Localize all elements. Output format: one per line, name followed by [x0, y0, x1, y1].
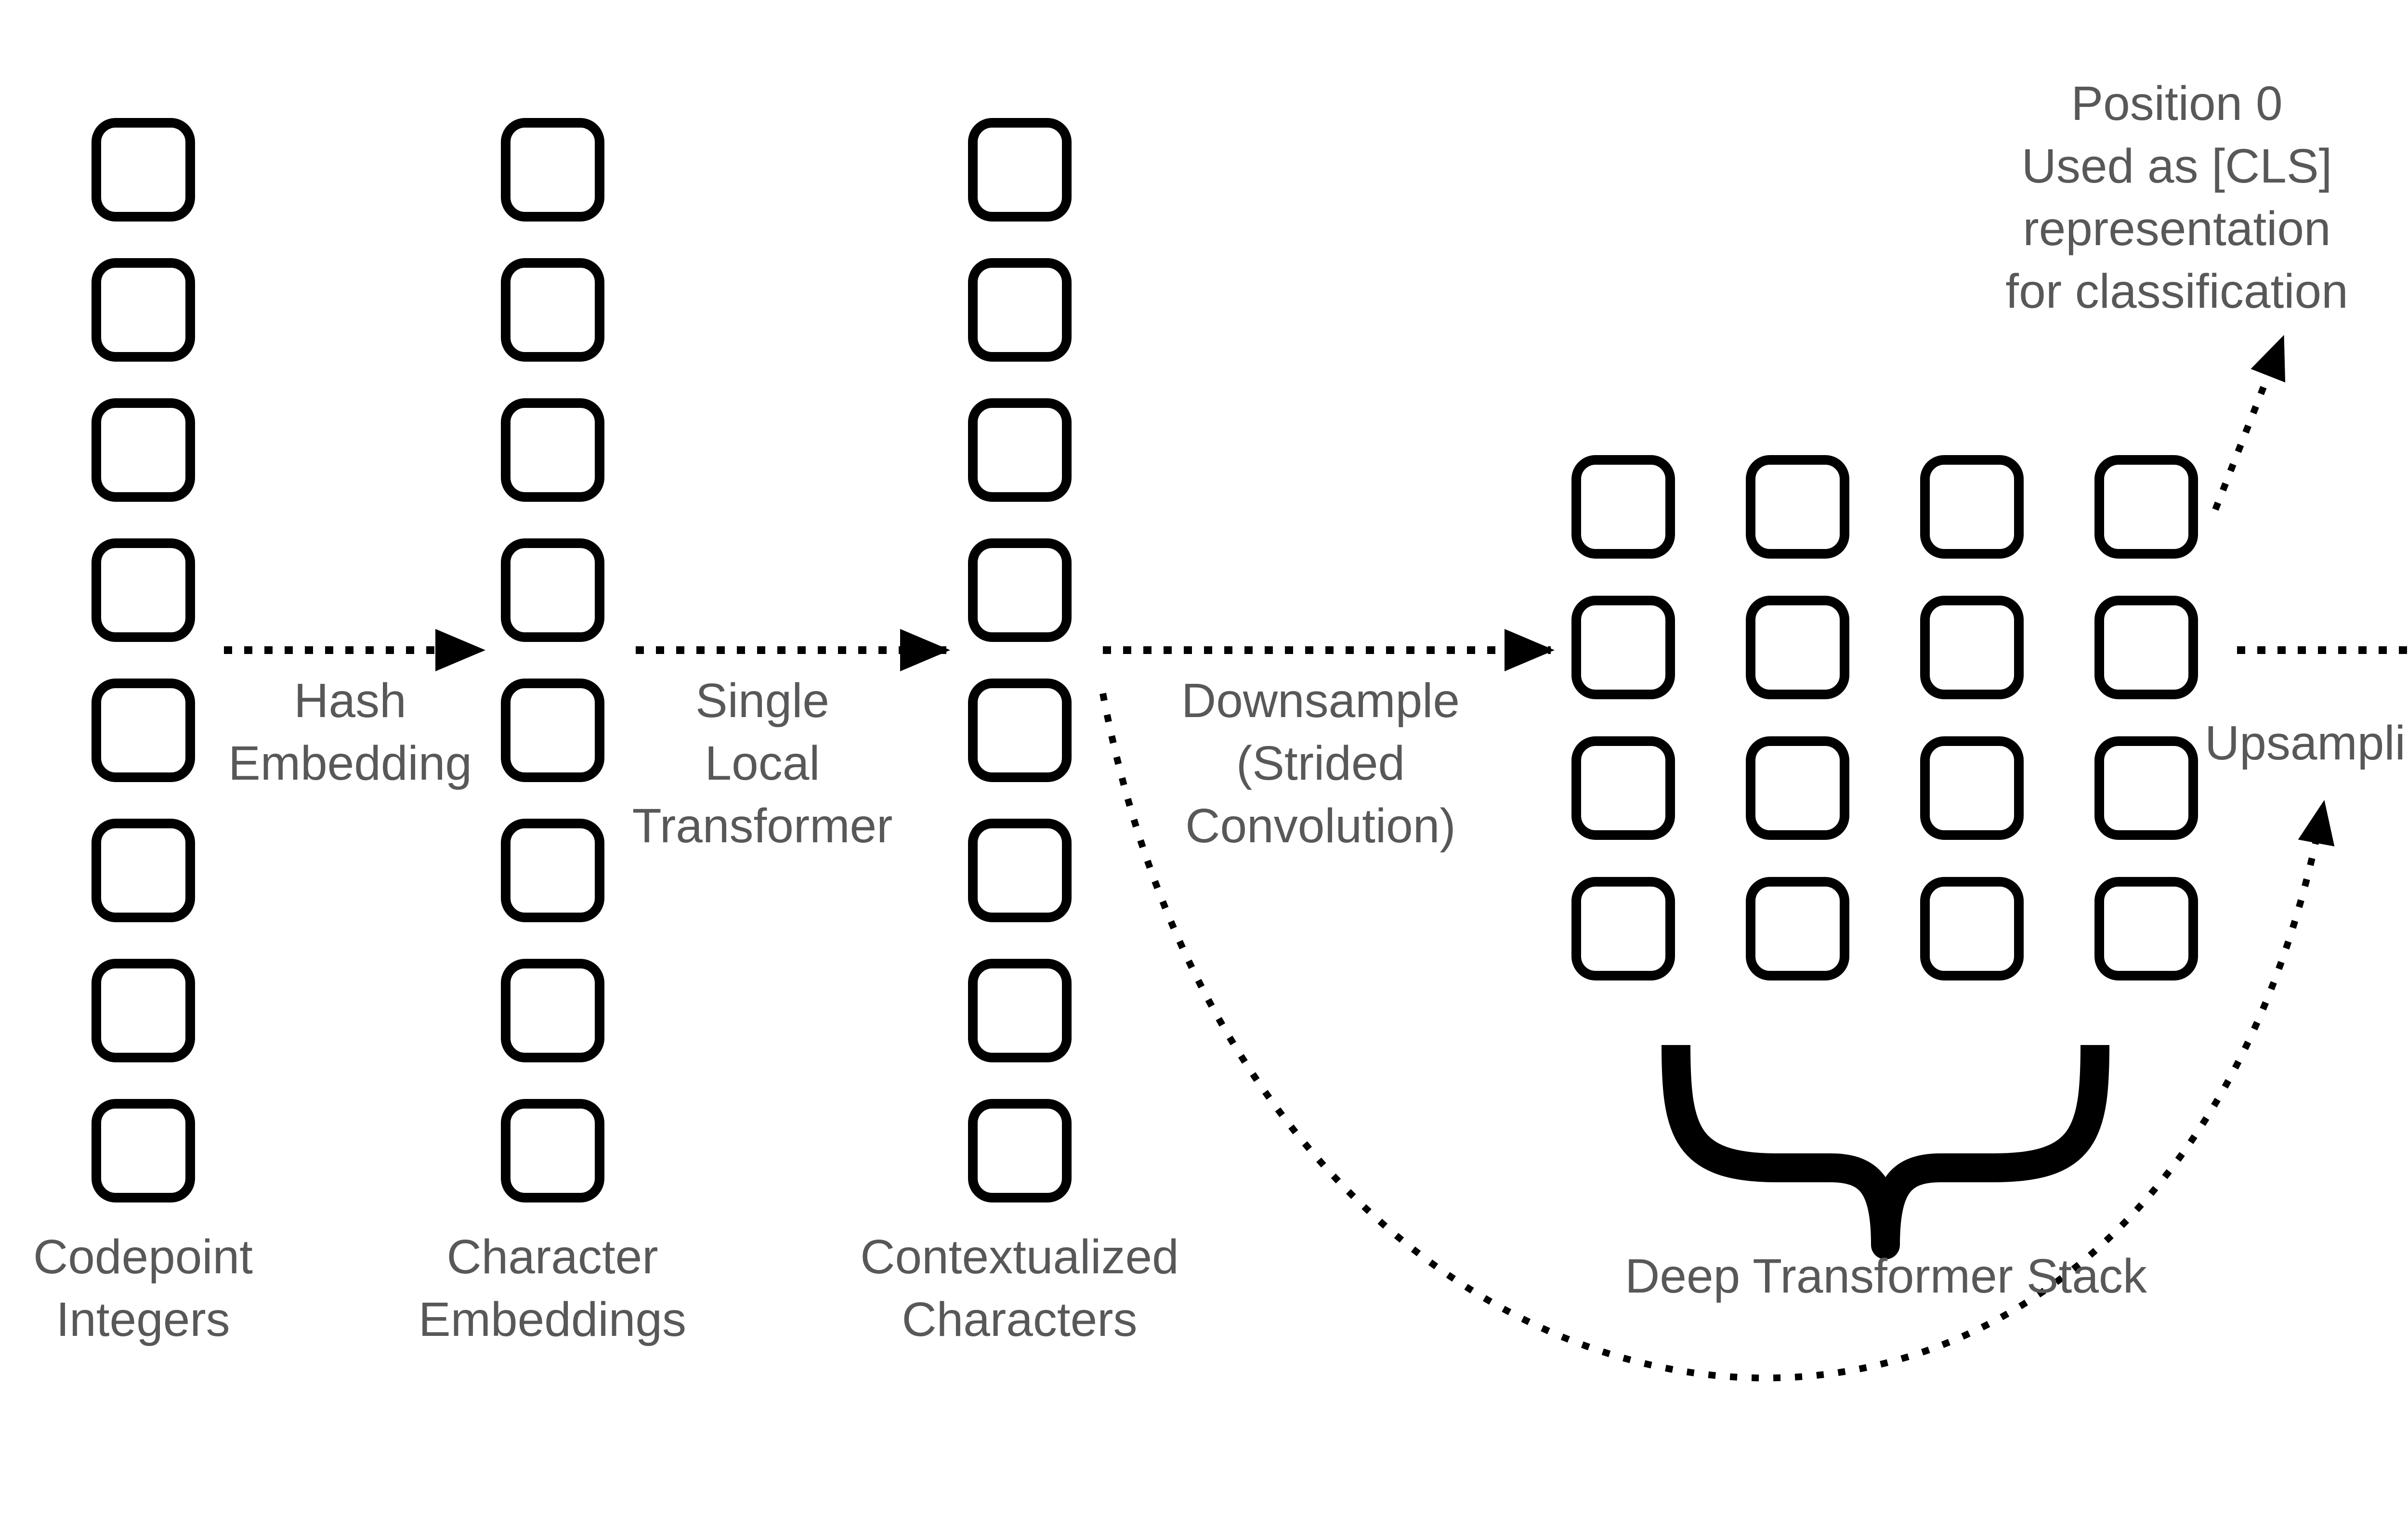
token-square	[1746, 455, 1849, 559]
label-downsample: Downsample (Strided Convolution)	[1181, 674, 1460, 853]
token-square	[1571, 596, 1675, 699]
token-square	[1746, 736, 1849, 840]
label-upsampling: Upsampling	[2204, 716, 2408, 770]
token-square	[968, 538, 1072, 642]
token-square	[968, 819, 1072, 922]
token-square	[968, 959, 1072, 1062]
token-square	[1920, 877, 2024, 980]
token-square	[92, 398, 195, 502]
token-square	[92, 679, 195, 782]
token-square	[92, 118, 195, 222]
brace-deep-stack	[1662, 1045, 2109, 1259]
token-square	[501, 258, 604, 362]
label-contextualized-characters: Contextualized Characters	[860, 1230, 1179, 1346]
token-square	[2094, 736, 2198, 840]
token-square	[1920, 736, 2024, 840]
token-square	[1746, 596, 1849, 699]
token-square	[1571, 877, 1675, 980]
curve-residual-upsampling	[1099, 693, 2335, 1382]
token-square	[968, 258, 1072, 362]
token-square	[501, 1099, 604, 1202]
arrow-cls-note	[2212, 335, 2286, 511]
token-square	[501, 819, 604, 922]
token-square	[92, 258, 195, 362]
label-hash-embedding: Hash Embedding	[228, 674, 472, 790]
token-square	[92, 1099, 195, 1202]
token-square	[968, 1099, 1072, 1202]
label-single-local-transformer: Single Local Transformer	[632, 674, 893, 853]
token-square	[1920, 455, 2024, 559]
token-square	[501, 118, 604, 222]
deep-transformer-grid	[1571, 455, 2198, 980]
token-square	[501, 398, 604, 502]
column-character-embeddings	[501, 118, 604, 1202]
label-character-embeddings: Character Embeddings	[419, 1230, 686, 1346]
token-square	[92, 538, 195, 642]
token-square	[501, 959, 604, 1062]
token-square	[501, 538, 604, 642]
token-square	[1571, 455, 1675, 559]
label-cls-note: Position 0 Used as [CLS] representation …	[2005, 77, 2348, 318]
label-deep-transformer-stack: Deep Transformer Stack	[1625, 1249, 2147, 1303]
column-contextualized-characters	[968, 118, 1072, 1202]
token-square	[92, 819, 195, 922]
token-square	[2094, 877, 2198, 980]
token-square	[1920, 596, 2024, 699]
token-square	[2094, 455, 2198, 559]
label-codepoint-integers: Codepoint Integers	[33, 1230, 253, 1346]
token-square	[1746, 877, 1849, 980]
token-square	[968, 118, 1072, 222]
token-square	[968, 398, 1072, 502]
token-square	[92, 959, 195, 1062]
token-square	[501, 679, 604, 782]
token-square	[1571, 736, 1675, 840]
column-codepoint-integers	[92, 118, 195, 1202]
token-square	[968, 679, 1072, 782]
token-square	[2094, 596, 2198, 699]
